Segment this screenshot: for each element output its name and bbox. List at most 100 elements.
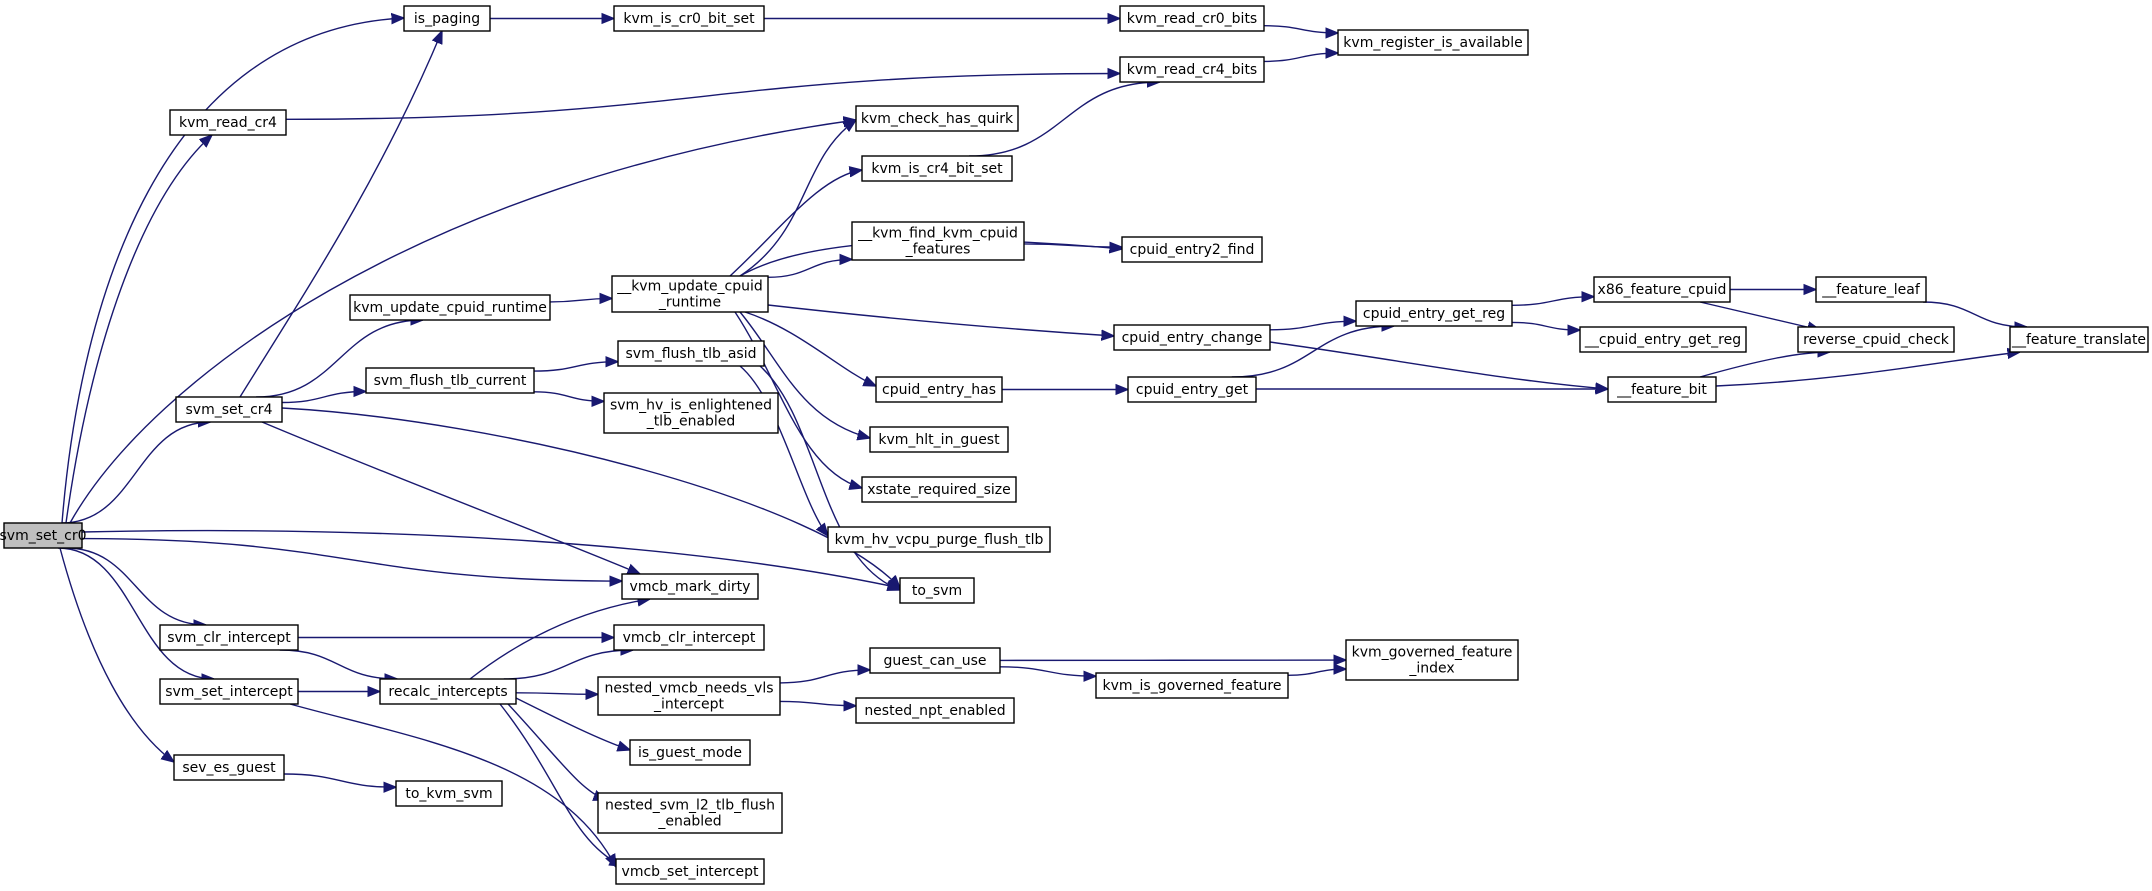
node-box[interactable] <box>861 155 1013 182</box>
node-box[interactable] <box>395 780 503 807</box>
node-svm-set-intercept[interactable]: svm_set_intercept <box>159 678 299 705</box>
node-svm-hv-is-enlightened-tlb-enabled[interactable]: svm_hv_is_enlightened_tlb_enabled <box>603 392 779 434</box>
node-box[interactable] <box>827 526 1051 553</box>
node-kvm-is-cr0-bit-set[interactable]: kvm_is_cr0_bit_set <box>613 5 765 32</box>
node---kvm-update-cpuid-runtime[interactable]: __kvm_update_cpuid_runtime <box>611 275 769 313</box>
node-to-kvm-svm[interactable]: to_kvm_svm <box>395 780 503 807</box>
node-box[interactable] <box>1355 300 1513 327</box>
node-box[interactable] <box>175 396 283 423</box>
node-xstate-required-size[interactable]: xstate_required_size <box>861 476 1017 503</box>
node-box[interactable] <box>899 577 975 604</box>
node-box[interactable] <box>613 624 765 651</box>
node-box[interactable] <box>3 522 83 549</box>
edge-__kvm_update_cpuid_runtime-to-cpuid_entry_change <box>767 304 1114 336</box>
edge-svm_set_cr0-to-kvm_read_cr4 <box>65 135 212 524</box>
node---cpuid-entry-get-reg[interactable]: __cpuid_entry_get_reg <box>1579 326 1747 353</box>
node-kvm-read-cr4[interactable]: kvm_read_cr4 <box>169 109 287 136</box>
node-box[interactable] <box>403 5 491 32</box>
node-svm-flush-tlb-asid[interactable]: svm_flush_tlb_asid <box>617 340 765 367</box>
node-kvm-check-has-quirk[interactable]: kvm_check_has_quirk <box>855 105 1019 132</box>
node-nested-vmcb-needs-vls-intercept[interactable]: nested_vmcb_needs_vls_intercept <box>597 676 781 716</box>
node-box[interactable] <box>349 294 551 321</box>
node-vmcb-clr-intercept[interactable]: vmcb_clr_intercept <box>613 624 765 651</box>
node-box[interactable] <box>169 109 287 136</box>
edge-__kvm_update_cpuid_runtime-to-kvm_is_cr4_bit_set <box>729 170 862 277</box>
node-box[interactable] <box>855 697 1015 724</box>
node-recalc-intercepts[interactable]: recalc_intercepts <box>379 678 517 705</box>
edge-x86_feature_cpuid-to-reverse_cpuid_check <box>1699 301 1820 330</box>
node-box[interactable] <box>621 573 759 600</box>
node-vmcb-mark-dirty[interactable]: vmcb_mark_dirty <box>621 573 759 600</box>
node-cpuid-entry-has[interactable]: cpuid_entry_has <box>875 376 1003 403</box>
node-cpuid-entry-change[interactable]: cpuid_entry_change <box>1113 324 1271 351</box>
node-kvm-governed-feature-index[interactable]: kvm_governed_feature_index <box>1345 639 1519 681</box>
node-kvm-register-is-available[interactable]: kvm_register_is_available <box>1337 29 1529 56</box>
node-reverse-cpuid-check[interactable]: reverse_cpuid_check <box>1797 326 1955 353</box>
node-box[interactable] <box>173 754 285 781</box>
node-box[interactable] <box>1797 326 1955 353</box>
edge-recalc_intercepts-to-vmcb_clr_intercept <box>503 650 633 680</box>
node-box[interactable] <box>629 739 751 766</box>
node-kvm-read-cr0-bits[interactable]: kvm_read_cr0_bits <box>1119 5 1265 32</box>
node-box[interactable] <box>1345 639 1519 681</box>
node-box[interactable] <box>615 858 765 885</box>
node-box[interactable] <box>1119 5 1265 32</box>
node-kvm-hv-vcpu-purge-flush-tlb[interactable]: kvm_hv_vcpu_purge_flush_tlb <box>827 526 1051 553</box>
node-box[interactable] <box>1095 672 1289 699</box>
node-box[interactable] <box>365 367 535 394</box>
node-box[interactable] <box>159 678 299 705</box>
node-box[interactable] <box>597 792 783 834</box>
node-box[interactable] <box>869 647 1001 674</box>
node-box[interactable] <box>869 426 1009 453</box>
node-box[interactable] <box>159 624 299 651</box>
node---feature-bit[interactable]: __feature_bit <box>1607 376 1717 403</box>
node-cpuid-entry-get-reg[interactable]: cpuid_entry_get_reg <box>1355 300 1513 327</box>
node-svm-set-cr4[interactable]: svm_set_cr4 <box>175 396 283 423</box>
node-box[interactable] <box>597 676 781 716</box>
node-nested-npt-enabled[interactable]: nested_npt_enabled <box>855 697 1015 724</box>
node-is-guest-mode[interactable]: is_guest_mode <box>629 739 751 766</box>
node-kvm-is-governed-feature[interactable]: kvm_is_governed_feature <box>1095 672 1289 699</box>
node-kvm-is-cr4-bit-set[interactable]: kvm_is_cr4_bit_set <box>861 155 1013 182</box>
node-box[interactable] <box>603 392 779 434</box>
node-cpuid-entry-get[interactable]: cpuid_entry_get <box>1127 376 1257 403</box>
node-is-paging[interactable]: is_paging <box>403 5 491 32</box>
node-box[interactable] <box>1113 324 1271 351</box>
node-box[interactable] <box>1121 236 1263 263</box>
node-box[interactable] <box>613 5 765 32</box>
node---feature-leaf[interactable]: __feature_leaf <box>1815 276 1927 303</box>
node-box[interactable] <box>611 275 769 313</box>
node-to-svm[interactable]: to_svm <box>899 577 975 604</box>
node-label: kvm_is_governed_feature <box>1103 678 1282 694</box>
node-box[interactable] <box>1127 376 1257 403</box>
node-box[interactable] <box>1815 276 1927 303</box>
node-box[interactable] <box>379 678 517 705</box>
node-box[interactable] <box>875 376 1003 403</box>
node-label: kvm_read_cr0_bits <box>1127 11 1257 27</box>
node-box[interactable] <box>1593 276 1731 303</box>
node-sev-es-guest[interactable]: sev_es_guest <box>173 754 285 781</box>
node---kvm-find-kvm-cpuid-features[interactable]: __kvm_find_kvm_cpuid_features <box>851 221 1025 261</box>
node-kvm-hlt-in-guest[interactable]: kvm_hlt_in_guest <box>869 426 1009 453</box>
node-svm-set-cr0[interactable]: svm_set_cr0 <box>0 522 86 549</box>
node-svm-clr-intercept[interactable]: svm_clr_intercept <box>159 624 299 651</box>
node-box[interactable] <box>851 221 1025 261</box>
node-box[interactable] <box>2009 326 2149 353</box>
node-box[interactable] <box>861 476 1017 503</box>
node-label: svm_set_intercept <box>165 684 293 700</box>
node-svm-flush-tlb-current[interactable]: svm_flush_tlb_current <box>365 367 535 394</box>
node-cpuid-entry2-find[interactable]: cpuid_entry2_find <box>1121 236 1263 263</box>
node-box[interactable] <box>1607 376 1717 403</box>
node-nested-svm-l2-tlb-flush-enabled[interactable]: nested_svm_l2_tlb_flush_enabled <box>597 792 783 834</box>
node-x86-feature-cpuid[interactable]: x86_feature_cpuid <box>1593 276 1731 303</box>
node-kvm-read-cr4-bits[interactable]: kvm_read_cr4_bits <box>1119 56 1265 83</box>
node-vmcb-set-intercept[interactable]: vmcb_set_intercept <box>615 858 765 885</box>
node-guest-can-use[interactable]: guest_can_use <box>869 647 1001 674</box>
node-box[interactable] <box>1337 29 1529 56</box>
node-box[interactable] <box>855 105 1019 132</box>
node-box[interactable] <box>1119 56 1265 83</box>
node---feature-translate[interactable]: __feature_translate <box>2009 326 2149 353</box>
node-box[interactable] <box>1579 326 1747 353</box>
node-box[interactable] <box>617 340 765 367</box>
node-kvm-update-cpuid-runtime[interactable]: kvm_update_cpuid_runtime <box>349 294 551 321</box>
